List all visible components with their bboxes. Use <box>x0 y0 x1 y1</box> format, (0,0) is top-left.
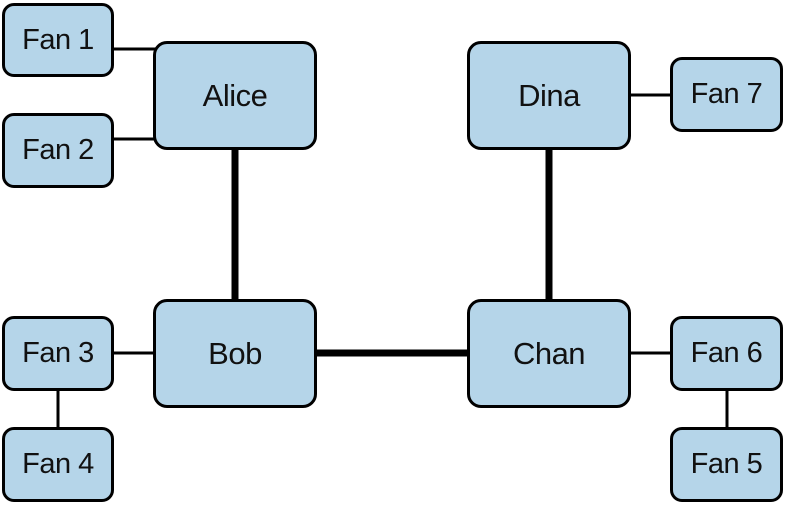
node-fan-1: Fan 1 <box>2 3 114 77</box>
node-fan-4: Fan 4 <box>2 427 114 502</box>
node-fan-6: Fan 6 <box>670 316 783 391</box>
node-dina-label: Dina <box>518 78 580 113</box>
node-alice-label: Alice <box>202 78 268 113</box>
node-fan-3: Fan 3 <box>2 316 114 391</box>
node-fan-7-label: Fan 7 <box>690 78 763 110</box>
node-dina: Dina <box>467 41 631 150</box>
node-fan-7: Fan 7 <box>670 57 783 132</box>
node-bob-label: Bob <box>208 336 262 371</box>
node-bob: Bob <box>153 299 317 408</box>
node-fan-5-label: Fan 5 <box>690 448 763 480</box>
node-chan: Chan <box>467 299 631 408</box>
node-chan-label: Chan <box>512 336 586 371</box>
node-fan-6-label: Fan 6 <box>690 337 763 369</box>
node-fan-4-label: Fan 4 <box>22 448 94 480</box>
node-fan-3-label: Fan 3 <box>22 337 94 369</box>
node-alice: Alice <box>153 41 317 150</box>
node-fan-2-label: Fan 2 <box>22 134 94 166</box>
node-fan-2: Fan 2 <box>2 113 114 188</box>
node-fan-5: Fan 5 <box>670 427 783 502</box>
node-fan-1-label: Fan 1 <box>22 23 94 56</box>
